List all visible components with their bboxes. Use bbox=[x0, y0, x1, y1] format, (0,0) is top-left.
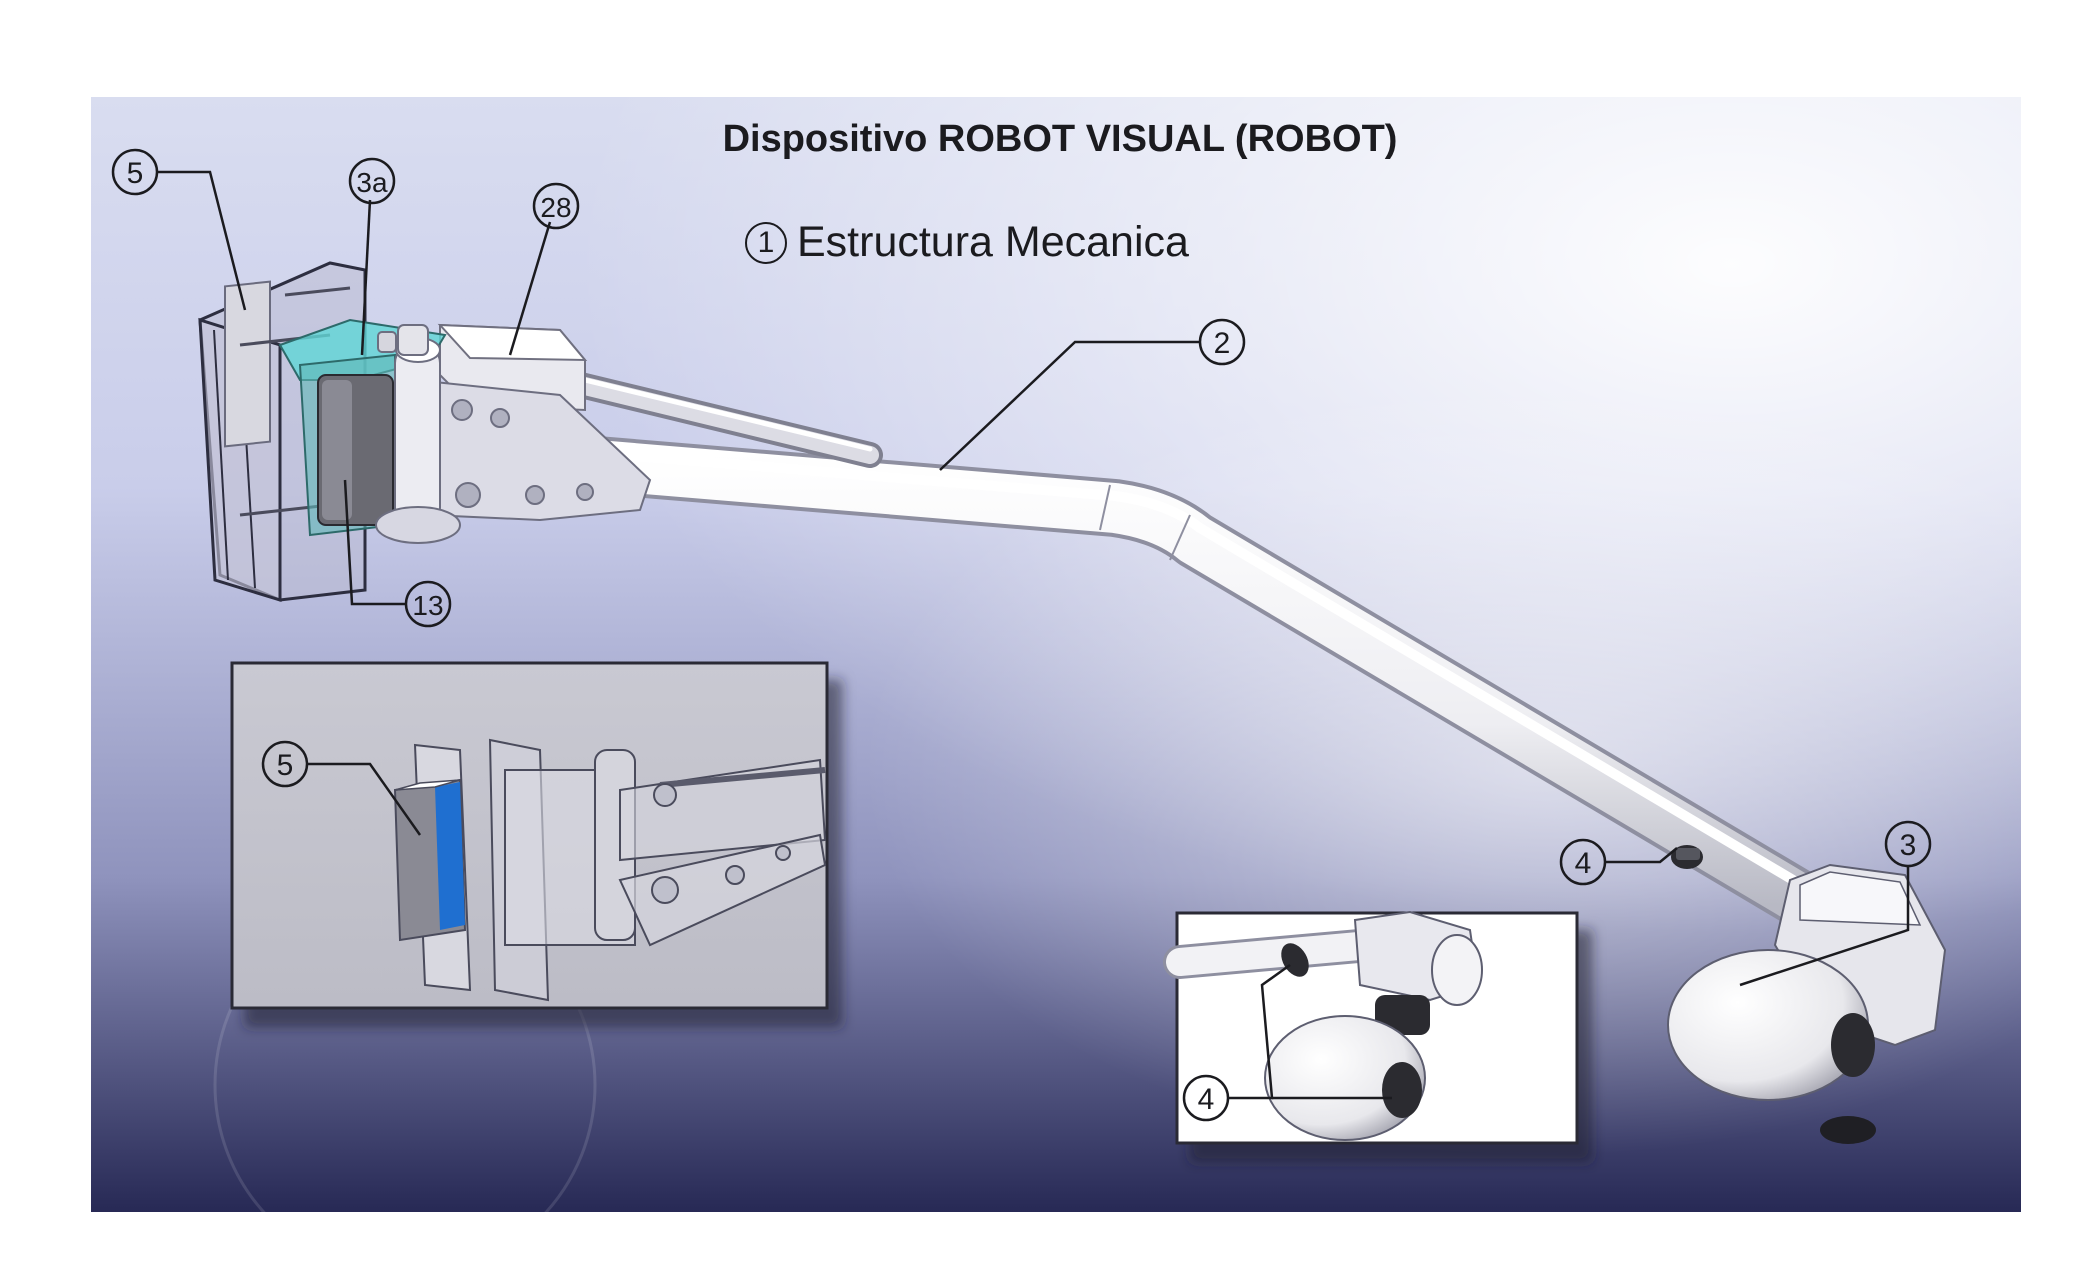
end-effector bbox=[1667, 863, 1947, 1144]
camera-module bbox=[1671, 845, 1703, 869]
parallel-rod bbox=[547, 367, 883, 468]
callout-3a-label: 3a bbox=[356, 167, 388, 198]
callout-3: 3 bbox=[1884, 820, 1932, 868]
callout-4-inset: 4 bbox=[1182, 1074, 1230, 1122]
subtitle-number-badge: 1 bbox=[745, 221, 787, 264]
callout-28-label: 28 bbox=[540, 192, 571, 223]
subtitle-label: Estructura Mecanica bbox=[797, 218, 1189, 266]
bracket-plate bbox=[413, 378, 652, 522]
callouts: 5 3a 28 2 13 4 3 5 bbox=[111, 148, 1932, 1122]
diagram-title: Dispositivo ROBOT VISUAL (ROBOT) bbox=[722, 118, 1398, 160]
callout-13-label: 13 bbox=[412, 590, 443, 621]
callout-28: 28 bbox=[532, 182, 580, 230]
callout-3a: 3a bbox=[348, 157, 396, 205]
callout-2-label: 2 bbox=[1214, 327, 1231, 360]
callout-4-inset-label: 4 bbox=[1198, 1083, 1215, 1116]
wall-mount-enclosure bbox=[198, 261, 461, 603]
callout-4-main-label: 4 bbox=[1575, 847, 1592, 880]
callout-13: 13 bbox=[404, 580, 452, 628]
robot-arm-tube bbox=[411, 423, 1839, 934]
callout-5-main: 5 bbox=[111, 148, 159, 196]
leader-lines bbox=[157, 170, 1910, 1100]
inset-camera-contents bbox=[1163, 910, 1483, 1141]
callout-2: 2 bbox=[1198, 318, 1246, 366]
diagram-subtitle: 1 Estructura Mecanica bbox=[745, 218, 1189, 267]
callout-5-inset-label: 5 bbox=[277, 749, 294, 782]
callout-3-label: 3 bbox=[1900, 829, 1917, 862]
callout-5-inset: 5 bbox=[261, 740, 309, 788]
inset-mount-contents bbox=[393, 738, 827, 1002]
callout-5-main-label: 5 bbox=[127, 157, 144, 190]
callout-4-main: 4 bbox=[1559, 838, 1607, 886]
